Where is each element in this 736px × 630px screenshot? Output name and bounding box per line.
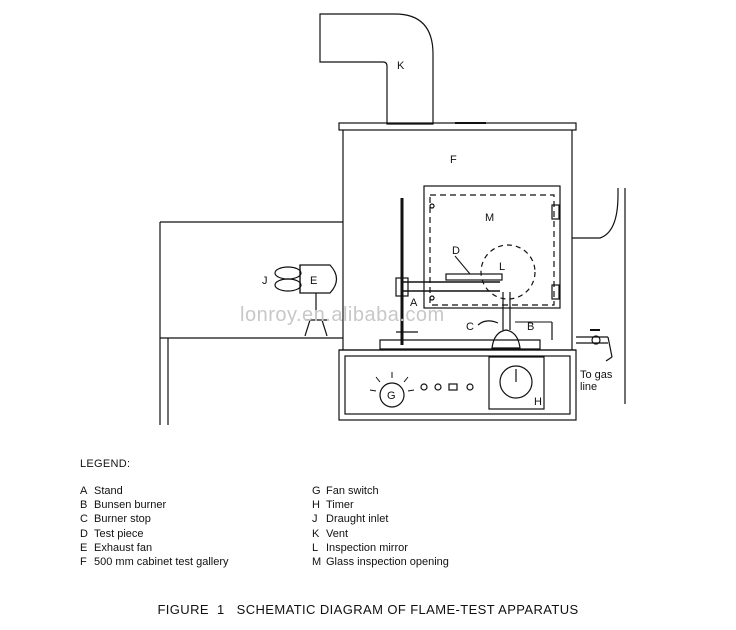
- cabinet-body: [342, 130, 573, 350]
- label-F: F: [450, 154, 457, 166]
- legend-title: LEGEND:: [80, 458, 131, 470]
- right-duct: [572, 188, 626, 404]
- bunsen-burner: [491, 292, 552, 349]
- label-K: K: [397, 60, 405, 72]
- lower-hinge: [551, 284, 560, 300]
- label-B: B: [527, 321, 534, 333]
- label-A: A: [410, 297, 418, 309]
- vent-duct: [319, 13, 434, 125]
- gas-label-line2: line: [580, 381, 597, 393]
- left-duct: [159, 221, 343, 425]
- label-C: C: [466, 321, 474, 333]
- indicator-lamps: [420, 383, 474, 391]
- fan-switch: [369, 372, 415, 408]
- stand: [395, 198, 500, 345]
- label-L: L: [499, 261, 505, 273]
- upper-hinge: [551, 204, 560, 220]
- label-M: M: [485, 212, 494, 224]
- gas-label-line1: To gas: [580, 369, 613, 381]
- label-E: E: [310, 275, 317, 287]
- base-platform: [339, 339, 576, 351]
- gas-line: [551, 322, 613, 362]
- watermark: lonroy.en.alibaba.com: [240, 304, 445, 326]
- inspection-mirror: [480, 244, 536, 300]
- exhaust-fan: [274, 264, 338, 337]
- label-J: J: [262, 275, 268, 287]
- label-D: D: [452, 245, 460, 257]
- burner-stop: [477, 320, 499, 326]
- glass-inspection-opening: [423, 185, 561, 309]
- test-piece: [445, 255, 503, 281]
- timer: [488, 356, 545, 410]
- cabinet-lid: [338, 122, 577, 131]
- figure-caption: FIGURE 1 SCHEMATIC DIAGRAM OF FLAME-TEST…: [157, 602, 579, 617]
- label-G: G: [387, 390, 396, 402]
- label-H: H: [534, 396, 542, 408]
- control-console: [338, 349, 577, 421]
